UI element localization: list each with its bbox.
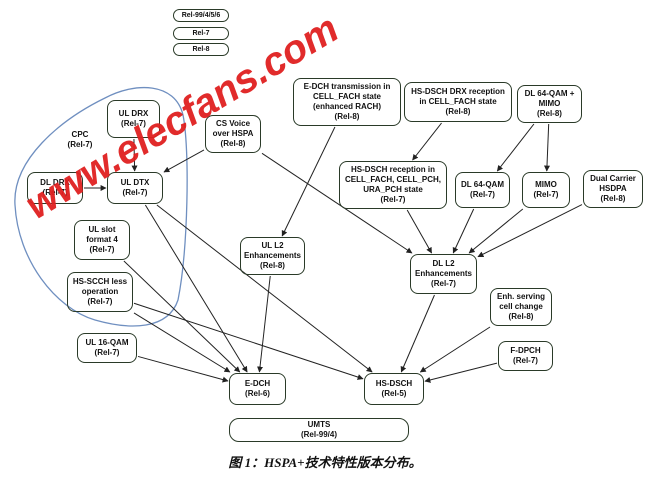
- edge-dual-to-dl-l2: [477, 204, 583, 258]
- edge-ul-dtx-to-hs-dsch: [156, 204, 373, 373]
- node-ul-dtx: UL DTX (Rel-7): [107, 172, 163, 204]
- edge-f-dpch-to-hs-dsch: [424, 362, 498, 383]
- edge-hs-scch-to-hs-dsch: [133, 302, 364, 380]
- node-umts: UMTS (Rel-99/4): [229, 418, 409, 442]
- edge-hs-drx-to-hs-recep: [412, 122, 442, 161]
- cpc-group-label: CPC (Rel-7): [67, 130, 93, 149]
- node-cs-voice-over-hspa: CS Voice over HSPA (Rel-8): [205, 115, 261, 153]
- node-dl-64qam-mimo: DL 64-QAM + MIMO (Rel-8): [517, 85, 582, 123]
- node-dl-64-qam: DL 64-QAM (Rel-7): [455, 172, 510, 208]
- node-ul-slot-format-4: UL slot format 4 (Rel-7): [74, 220, 130, 260]
- edge-dl64mimo-to-mimo: [543, 123, 550, 172]
- edge-ul16qam-to-e-dch: [137, 355, 229, 383]
- node-ul-drx: UL DRX (Rel-7): [107, 100, 160, 138]
- node-e-dch: E-DCH (Rel-6): [229, 373, 286, 405]
- figure-caption: 图 1：HSPA+技术特性版本分布。: [228, 455, 422, 470]
- node-hs-dsch: HS-DSCH (Rel-5): [364, 373, 424, 405]
- edge-cs-voice-to-ul-dtx: [163, 149, 205, 173]
- edge-dl-l2-to-hs-dsch: [400, 294, 435, 373]
- edge-ul-drx-to-ul-dtx: [131, 138, 138, 172]
- node-dual-carrier-hsdpa: Dual Carrier HSDPA (Rel-8): [583, 170, 643, 208]
- legend-rel-7: Rel-7: [173, 27, 229, 40]
- cpc-group-outline: [14, 87, 188, 327]
- node-hs-dsch-reception-states: HS-DSCH reception in CELL_FACH, CELL_PCH…: [339, 161, 447, 209]
- edge-dl64mimo-to-dl64: [496, 123, 535, 172]
- node-enh-serving-cell-change: Enh. serving cell change (Rel-8): [490, 288, 552, 326]
- node-mimo: MIMO (Rel-7): [522, 172, 570, 208]
- edge-mimo-to-dl-l2: [468, 208, 524, 254]
- node-edch-transmission-cell-fach: E-DCH transmission in CELL_FACH state (e…: [293, 78, 401, 126]
- node-dl-drx: DL DRX (Rel-7): [27, 172, 83, 204]
- node-ul-16-qam: UL 16-QAM (Rel-7): [77, 333, 137, 363]
- node-f-dpch: F-DPCH (Rel-7): [498, 341, 553, 371]
- edge-edch-fach-to-ul-l2: [281, 126, 336, 237]
- edge-hs-recep-to-dl-l2: [406, 209, 433, 254]
- node-dl-l2-enhancements: DL L2 Enhancements (Rel-7): [410, 254, 477, 294]
- edge-ul-dtx-to-e-dch: [144, 204, 248, 373]
- node-ul-l2-enhancements: UL L2 Enhancements (Rel-8): [240, 237, 305, 275]
- edge-dl64-to-dl-l2: [452, 208, 475, 254]
- node-hs-scch-less-operation: HS-SCCH less operation (Rel-7): [67, 272, 133, 312]
- edge-ul-slot-to-e-dch: [123, 260, 241, 373]
- edge-cs-voice-to-dl-l2: [261, 152, 413, 254]
- legend-rel-99-4-5-6: Rel-99/4/5/6: [173, 9, 229, 22]
- edge-enh-serv-to-hs-dsch: [419, 326, 491, 373]
- legend-rel-8: Rel-8: [173, 43, 229, 56]
- edge-ul-l2-to-e-dch: [257, 275, 271, 373]
- node-hs-dsch-drx-reception: HS-DSCH DRX reception in CELL_FACH state…: [404, 82, 512, 122]
- edge-hs-scch-to-e-dch: [133, 312, 231, 373]
